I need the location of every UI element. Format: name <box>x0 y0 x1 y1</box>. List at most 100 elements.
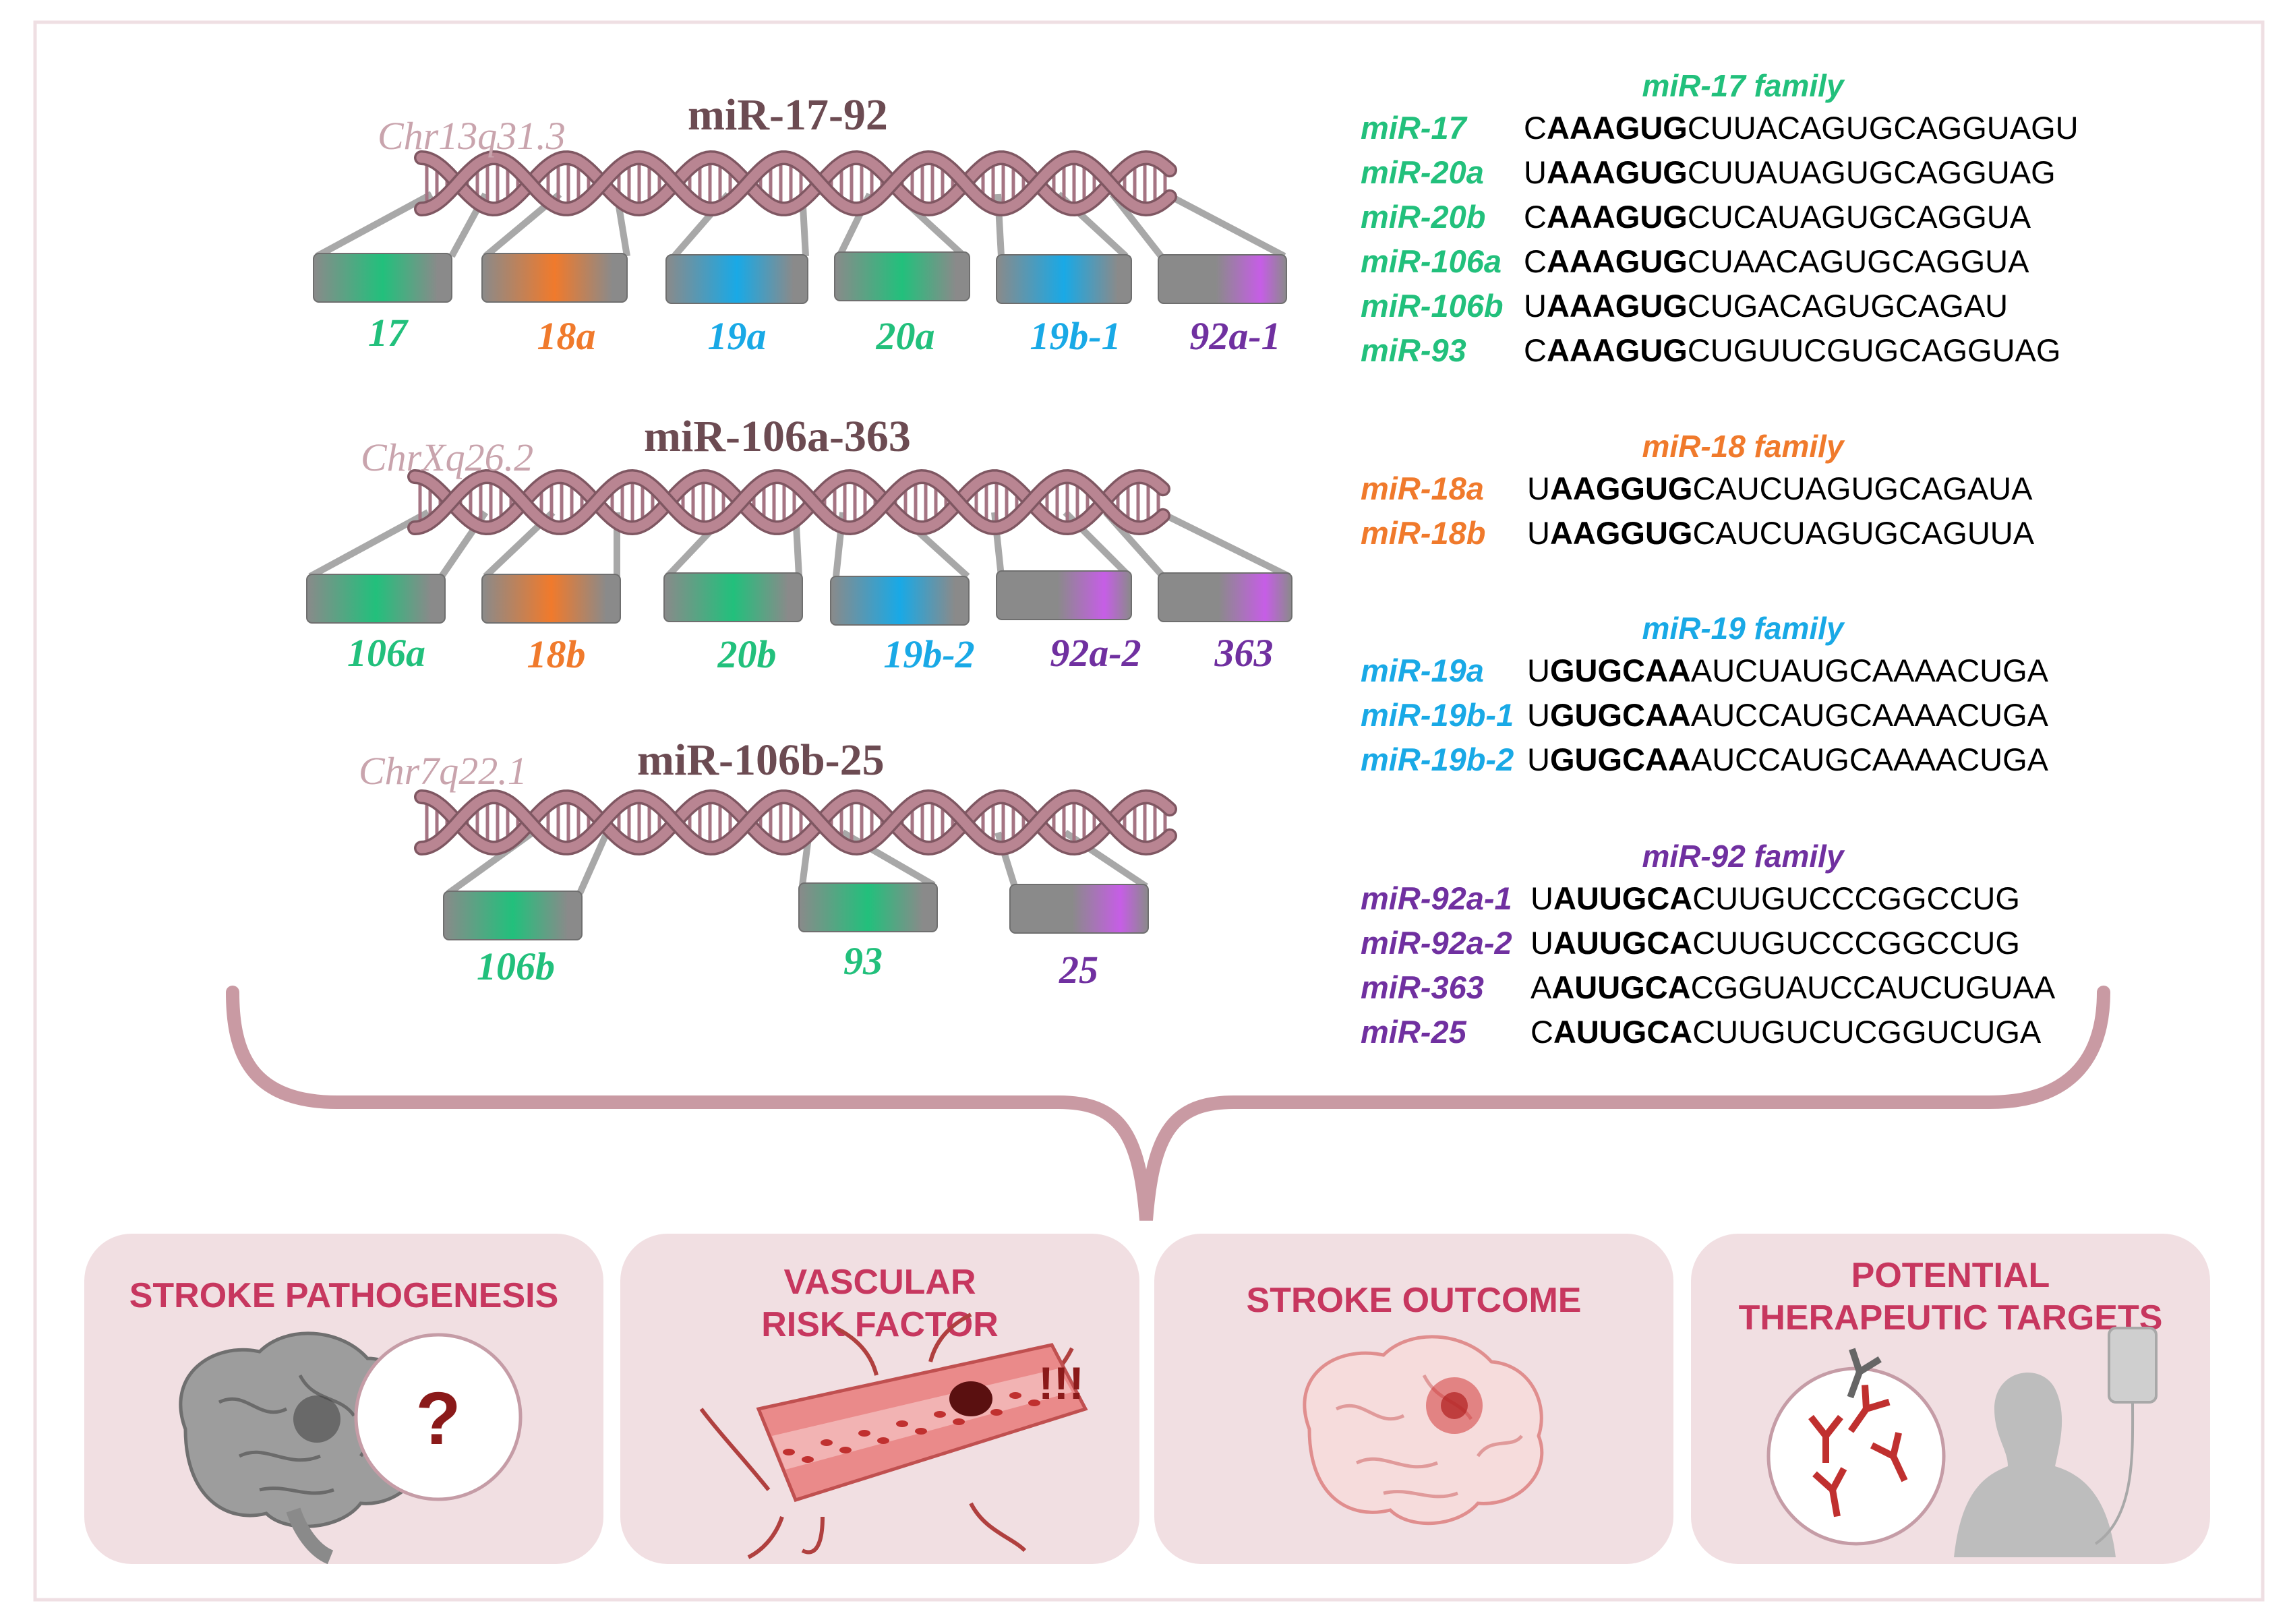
sequence-suffix: CAUCUAGUGCAGAUA <box>1692 471 2033 506</box>
seed-sequence: AAGGUG <box>1549 471 1693 506</box>
sequence-suffix: CUUGUCCCGGCCUG <box>1692 925 2020 961</box>
sequence-suffix: CUUAUAGUGCAGGUAG <box>1687 154 2056 190</box>
gene-label: 93 <box>843 939 883 983</box>
antibody-patient-iv-icon <box>1766 1327 2158 1557</box>
chromosome-label: ChrXq26.2 <box>361 435 534 479</box>
seed-sequence: AUUGCA <box>1553 1014 1693 1050</box>
question-mark: ? <box>415 1377 460 1460</box>
brain-lesion-icon <box>1303 1335 1544 1526</box>
gene-box <box>306 574 446 624</box>
seed-sequence: AUUGCA <box>1551 969 1691 1005</box>
panel-card: STROKE OUTCOME <box>1154 1234 1673 1564</box>
mirna-name: miR-20a <box>1361 154 1484 190</box>
gene-label: 106a <box>347 631 425 675</box>
mirna-name: miR-19a <box>1361 653 1484 688</box>
mirna-sequence: UAAAGUGCUUAUAGUGCAGGUAG <box>1524 154 2056 191</box>
mirna-name: miR-92a-2 <box>1361 925 1512 961</box>
mirna-name: miR-19b-1 <box>1361 697 1514 733</box>
mirna-sequence: UAUUGCACUUGUCCCGGCCUG <box>1530 924 2020 961</box>
mirna-sequence: UGUGCAAAUCUAUGCAAAACUGA <box>1527 652 2048 689</box>
seed-sequence: AAAGUG <box>1546 243 1688 279</box>
sequence-prefix: U <box>1524 288 1547 324</box>
sequence-prefix: C <box>1524 332 1547 368</box>
gene-box <box>996 570 1132 620</box>
seed-sequence: AUUGCA <box>1553 880 1693 916</box>
dna-helix-icon <box>407 469 1170 536</box>
sequence-prefix: C <box>1530 1014 1553 1050</box>
gene-label: 18b <box>527 632 586 676</box>
mirna-sequence: UAUUGCACUUGUCCCGGCCUG <box>1530 880 2020 917</box>
mirna-name: miR-18b <box>1361 515 1486 551</box>
grouping-brace <box>226 986 2110 1221</box>
gene-box <box>313 253 452 303</box>
mirna-sequence: CAAAGUGCUGUUCGUGCAGGUAG <box>1524 332 2060 369</box>
chromosome-label: Chr7q22.1 <box>359 749 527 793</box>
sequence-suffix: CUUGUCCCGGCCUG <box>1692 880 2020 916</box>
mirna-sequence: UAAGGUGCAUCUAGUGCAGUUA <box>1527 514 2034 551</box>
seed-sequence: AAAGUG <box>1546 154 1688 190</box>
mirna-sequence: CAAAGUGCUCAUAGUGCAGGUA <box>1524 198 2031 235</box>
mirna-name: miR-92a-1 <box>1361 880 1512 916</box>
dna-helix-icon <box>414 789 1177 856</box>
sequence-prefix: C <box>1524 243 1547 279</box>
mirna-sequence: UAAAGUGCUGACAGUGCAGAU <box>1524 287 2008 324</box>
gene-box <box>1158 254 1287 304</box>
mirna-name: miR-106a <box>1361 243 1502 279</box>
panel-card: STROKE PATHOGENESIS? <box>84 1234 603 1564</box>
seed-sequence: AUUGCA <box>1553 925 1693 961</box>
gene-label: 19b-2 <box>883 632 975 676</box>
gene-label: 17 <box>368 311 407 355</box>
mirna-sequence: AAUUGCACGGUAUCCAUCUGUAA <box>1530 969 2055 1006</box>
gene-label: 20a <box>876 314 935 358</box>
gene-label: 18a <box>537 314 596 358</box>
gene-label: 92a-2 <box>1050 631 1141 675</box>
gene-box <box>665 254 808 304</box>
panel-title: THERAPEUTIC TARGETS <box>1738 1298 2163 1337</box>
panel-title: VASCULAR <box>783 1263 976 1302</box>
gene-box <box>663 572 803 622</box>
sequence-prefix: U <box>1527 742 1550 777</box>
mirna-sequence: CAUUGCACUUGUCUCGGUCUGA <box>1530 1013 2041 1050</box>
seed-sequence: GUGCAA <box>1549 653 1691 688</box>
seed-sequence: GUGCAA <box>1549 697 1691 733</box>
sequence-prefix: U <box>1527 515 1550 551</box>
cluster-title: miR-17-92 <box>688 90 888 140</box>
panel-title: RISK FACTOR <box>761 1305 999 1344</box>
gene-label: 19a <box>707 314 767 358</box>
sequence-row: miR-20b CAAAGUGCUCAUAGUGCAGGUA <box>1361 198 2102 239</box>
sequence-suffix: CUGUUCGUGCAGGUAG <box>1687 332 2061 368</box>
gene-box <box>443 891 583 940</box>
connector-line <box>1164 191 1286 260</box>
sequence-prefix: U <box>1527 697 1550 733</box>
sequence-row: miR-106b UAAAGUGCUGACAGUGCAGAU <box>1361 287 2102 328</box>
chromosome-label: Chr13q31.3 <box>378 114 566 158</box>
sequence-suffix: CUGACAGUGCAGAU <box>1687 288 2009 324</box>
gene-label: 19b-1 <box>1030 314 1121 358</box>
mirna-sequence: UGUGCAAAUCCAUGCAAAACUGA <box>1527 741 2048 778</box>
panel-title: STROKE OUTCOME <box>1246 1281 1582 1320</box>
mirna-sequence: CAAAGUGCUUACAGUGCAGGUAGU <box>1524 109 2079 146</box>
mirna-name: miR-363 <box>1361 969 1484 1005</box>
gene-box <box>481 574 621 624</box>
gene-box <box>798 882 938 932</box>
mirna-name: miR-20b <box>1361 199 1486 235</box>
gene-box <box>1009 884 1149 934</box>
mirna-name: miR-106b <box>1361 288 1504 324</box>
sequence-suffix: CGGUAUCCAUCUGUAA <box>1690 969 2056 1005</box>
mirna-sequence: CAAAGUGCUAACAGUGCAGGUA <box>1524 243 2029 280</box>
gene-box <box>1158 572 1292 622</box>
family-title: miR-19 family <box>1642 611 1844 646</box>
sequence-suffix: AUCUAUGCAAAACUGA <box>1690 653 2048 688</box>
figure-frame <box>33 20 2265 1602</box>
sequence-suffix: CUCAUAGUGCAGGUA <box>1687 199 2031 235</box>
sequence-row: miR-18b UAAGGUGCAUCUAGUGCAGUUA <box>1361 514 2102 555</box>
sequence-prefix: U <box>1530 880 1553 916</box>
blood-vessel-clot-icon: !!! <box>699 1313 1088 1559</box>
seed-sequence: AAAGUG <box>1546 199 1688 235</box>
